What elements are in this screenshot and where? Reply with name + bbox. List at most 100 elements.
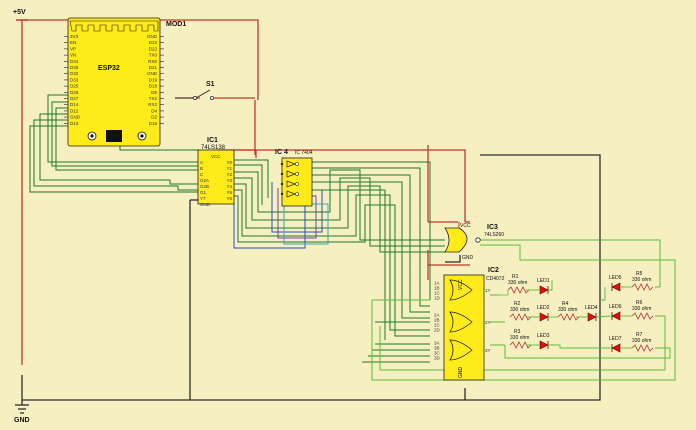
ic2-output-label: 2Y	[485, 320, 491, 325]
resistor-symbol	[507, 286, 530, 294]
esp32-module: ESP32 MOD1 3V3ENVPVND34D35D32D33D25D26D2…	[64, 17, 186, 147]
led-label: LED4	[585, 305, 598, 311]
resistor-ref: R5	[636, 271, 643, 277]
led-label: LED5	[609, 275, 622, 281]
ic1-pin-label: Y1	[226, 166, 232, 171]
led-symbol	[611, 343, 621, 353]
ic1-pin-label: Y0	[226, 160, 232, 165]
led-symbol	[539, 312, 549, 322]
pin-dot	[280, 172, 284, 176]
resistor-value: 330 ohm	[632, 338, 651, 344]
esp32-pin-label: D13	[70, 121, 79, 126]
led-symbol	[611, 311, 621, 321]
ic2-input-label: 1D	[434, 296, 441, 301]
resistor-ref: R1	[512, 274, 519, 280]
gnd-wires	[15, 154, 601, 414]
led-label: LED6	[609, 304, 622, 310]
led-label: LED3	[537, 333, 550, 339]
inverter-gate	[286, 170, 296, 178]
ic2-input-label: 2C	[434, 323, 441, 328]
ic1-pin-label: Y6	[226, 196, 232, 201]
inverter-gate	[286, 180, 296, 188]
ic2-input-label: 3B	[434, 346, 440, 351]
resistor-value: 330 ohm	[632, 277, 651, 283]
led-wire	[595, 315, 613, 318]
ic2-input-label: 2D	[434, 328, 441, 333]
ic1-pin-label: C	[200, 172, 204, 177]
resistor-value: 330 ohm	[510, 307, 529, 313]
switch-s1: S1	[175, 81, 255, 101]
ic1-pin-label: GND	[200, 202, 211, 207]
esp32-pin-label: TX2	[149, 96, 158, 101]
esp32-name: ESP32	[98, 65, 120, 72]
esp32-pin-label: EN	[70, 40, 76, 45]
esp32-pin-label: D19	[149, 77, 158, 82]
esp32-pin-label: D26	[70, 90, 79, 95]
resistor-ref: R6	[636, 300, 643, 306]
ic4-7404: IC 4 IC 7404	[275, 149, 313, 207]
esp32-pin-label: D12	[70, 108, 79, 113]
esp32-left-pins: 3V3ENVPVND34D35D32D33D25D26D27D14D12GNDD…	[64, 34, 81, 126]
resistor-symbol	[557, 313, 580, 321]
ic2-input-label: 3C	[434, 351, 441, 356]
inverter-gate	[286, 190, 296, 198]
pin-dot	[280, 182, 284, 186]
vcc-label: +5V	[13, 9, 26, 16]
esp32-pin-label: GND	[70, 115, 81, 120]
s1-label: S1	[206, 81, 215, 88]
or-gate	[449, 279, 473, 301]
ic1-pin-label: Y7	[200, 196, 206, 201]
ic2-input-label: 1B	[434, 286, 440, 291]
ic1-pin-label: Y2	[226, 172, 232, 177]
esp32-pin-label: D5	[151, 90, 157, 95]
esp32-pin-label: D34	[70, 59, 79, 64]
led-label: LED2	[537, 305, 550, 311]
ic2-vcc: VCC	[458, 279, 464, 290]
signal-wires-purple	[277, 188, 317, 239]
esp32-pin-label: D4	[151, 108, 157, 113]
esp32-pin-label: GND	[147, 71, 158, 76]
esp32-pin-label: GND	[147, 34, 158, 39]
led-wire	[548, 280, 553, 291]
ic3-vcc: VCC	[460, 223, 471, 229]
led-symbol	[539, 285, 549, 295]
esp32-pin-label: VN	[70, 53, 76, 58]
led-symbol	[587, 312, 597, 322]
esp32-pin-label: D2	[151, 115, 157, 120]
ic2-name: CD4072	[486, 276, 505, 282]
ic1-pin-label: Y5	[226, 190, 232, 195]
resistor-symbol	[631, 283, 654, 291]
vcc-symbol: +5V	[13, 9, 28, 21]
led-wire	[600, 287, 606, 301]
esp32-pin-label: D21	[149, 65, 158, 70]
esp32-pin-label: 3V3	[70, 34, 79, 39]
resistor-ref: R2	[514, 301, 521, 307]
ic3-74ls260: IC3 74LS260 VCC GND	[444, 222, 504, 261]
resistor-value: 330 ohm	[632, 306, 651, 312]
ic2-input-label: 1A	[434, 281, 440, 286]
pin-dot	[280, 162, 284, 166]
ic1-pin-label: Y4	[226, 184, 232, 189]
led-label: LED1	[537, 278, 550, 284]
resistor-value: 330 ohm	[510, 335, 529, 341]
ic2-input-label: 3A	[434, 341, 440, 346]
esp32-pin-label: D23	[149, 40, 158, 45]
or-gate	[449, 311, 473, 333]
mod1-label: MOD1	[166, 21, 186, 28]
resistor-symbol	[509, 313, 532, 321]
esp32-pin-label: D25	[70, 84, 79, 89]
ic1-pin-label: A	[200, 160, 203, 165]
esp32-pin-label: D22	[149, 46, 158, 51]
ic1-vcc: VCC	[211, 154, 221, 159]
ic1-pin-label: G2A	[200, 178, 209, 183]
ic1-pin-label: G2B	[200, 184, 209, 189]
ic2-ref: IC2	[488, 267, 499, 274]
esp32-pin-label: D15	[149, 121, 158, 126]
ic4-name: IC 7404	[295, 150, 313, 156]
